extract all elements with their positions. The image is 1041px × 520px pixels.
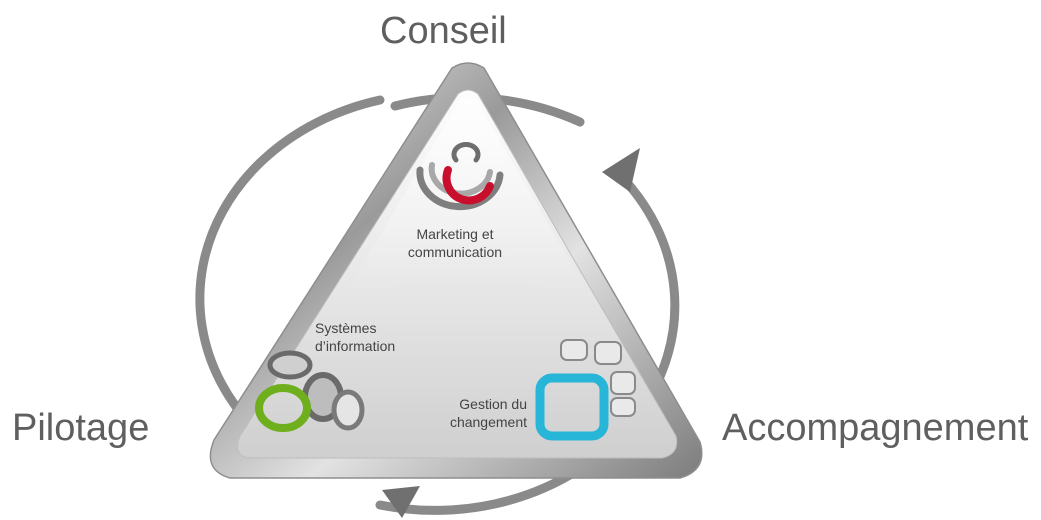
segment-gestion-line2: changement bbox=[449, 414, 527, 430]
segment-gestion-label: Gestion du changement bbox=[420, 395, 527, 431]
arrowhead-bottom-icon bbox=[382, 486, 420, 518]
swirl-icon bbox=[416, 141, 504, 211]
segment-systemes-label: Systèmes d’information bbox=[315, 319, 395, 355]
label-accompagnement: Accompagnement bbox=[722, 407, 1029, 449]
segment-gestion-line1: Gestion du bbox=[459, 396, 527, 412]
segment-systemes-line2: d’information bbox=[315, 338, 396, 354]
label-conseil: Conseil bbox=[380, 10, 507, 52]
arrowhead-top-right-icon bbox=[602, 148, 640, 192]
rings-icon bbox=[255, 350, 365, 432]
segment-systemes-line1: Systèmes bbox=[315, 320, 377, 336]
segment-marketing-line1: Marketing et bbox=[416, 226, 494, 242]
squares-icon bbox=[535, 339, 636, 441]
segment-marketing-line2: communication bbox=[407, 244, 503, 260]
segment-marketing-label: Marketing et communication bbox=[380, 225, 530, 261]
label-pilotage: Pilotage bbox=[12, 407, 150, 449]
